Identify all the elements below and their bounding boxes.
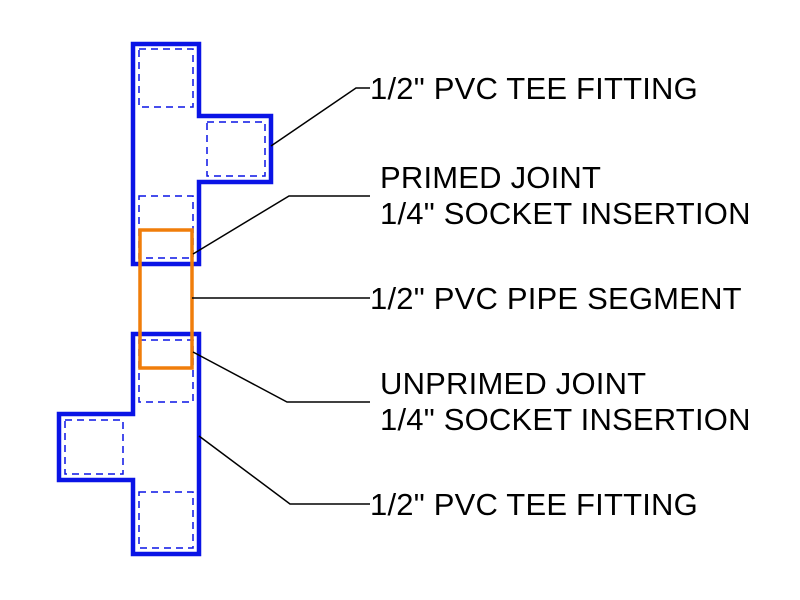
label-unprimed-joint-line2: 1/4" SOCKET INSERTION [380, 402, 751, 437]
top-tee-bottom-socket [138, 195, 194, 259]
top-tee-side-socket [206, 121, 266, 177]
pipe-segment [138, 228, 194, 370]
label-bottom-tee: 1/2" PVC TEE FITTING [370, 487, 698, 522]
leader-primed-joint [192, 195, 370, 255]
leader-top-tee [270, 87, 370, 147]
bottom-tee-bottom-socket [138, 491, 194, 549]
label-primed-joint-line2: 1/4" SOCKET INSERTION [380, 196, 751, 231]
bottom-tee-top-socket [138, 339, 194, 403]
label-top-tee: 1/2" PVC TEE FITTING [370, 71, 698, 106]
label-unprimed-joint-line1: UNPRIMED JOINT [380, 366, 646, 401]
top-tee-top-socket [138, 48, 194, 108]
label-primed-joint-line1: PRIMED JOINT [380, 160, 601, 195]
leader-unprimed-joint [192, 351, 370, 403]
bottom-tee-side-socket [64, 419, 124, 475]
top-tee-fitting [130, 41, 274, 267]
leader-bottom-tee [198, 435, 370, 505]
label-pipe-segment: 1/2" PVC PIPE SEGMENT [370, 281, 742, 316]
bottom-tee-fitting [56, 331, 202, 557]
